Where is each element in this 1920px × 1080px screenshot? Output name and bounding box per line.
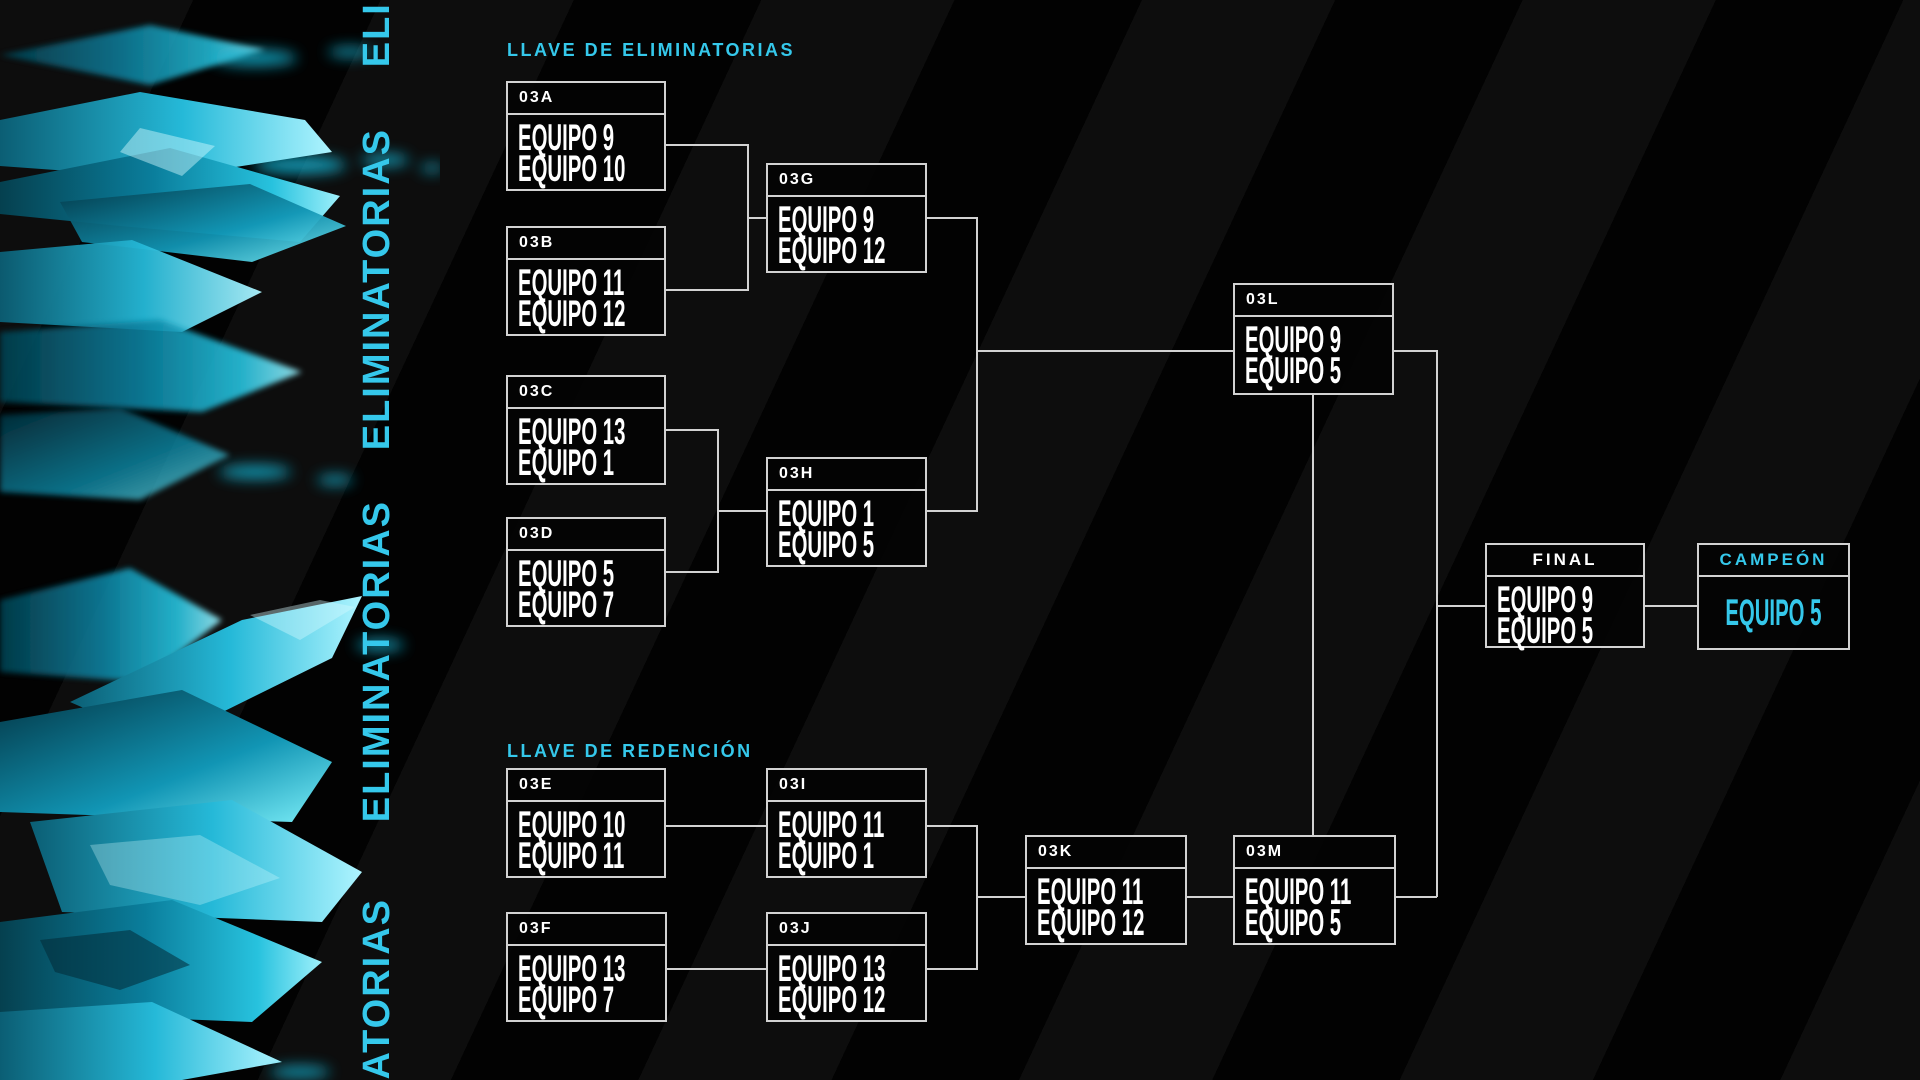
match-03K-team-1: EQUIPO 11 <box>1037 871 1144 912</box>
match-03I-label: 03I <box>768 770 925 802</box>
match-03J: 03J EQUIPO 13 EQUIPO 12 <box>766 912 927 1022</box>
match-03J-team-2: EQUIPO 12 <box>778 979 886 1020</box>
match-03H-label: 03H <box>768 459 925 491</box>
match-03A-label: 03A <box>508 83 664 115</box>
match-03L: 03L EQUIPO 9 EQUIPO 5 <box>1233 283 1394 395</box>
match-03K: 03K EQUIPO 11 EQUIPO 12 <box>1025 835 1187 945</box>
match-03G-team-1: EQUIPO 9 <box>778 199 875 240</box>
connector-line <box>1394 350 1437 352</box>
connector-line <box>927 825 977 827</box>
connector-line <box>718 510 766 512</box>
match-03H: 03H EQUIPO 1 EQUIPO 5 <box>766 457 927 567</box>
connector-line <box>976 217 978 512</box>
match-03B-label: 03B <box>508 228 664 260</box>
connector-line <box>666 144 748 146</box>
connector-line <box>666 825 766 827</box>
side-vertical-text: ELIMINATORIAS <box>356 128 398 451</box>
match-03G: 03G EQUIPO 9 EQUIPO 12 <box>766 163 927 273</box>
match-03G-label: 03G <box>768 165 925 197</box>
match-03M-team-2: EQUIPO 5 <box>1245 902 1342 943</box>
connector-line <box>1645 605 1697 607</box>
champion-team: EQUIPO 5 <box>1725 592 1822 633</box>
connector-line <box>977 896 1025 898</box>
match-03D-label: 03D <box>508 519 664 551</box>
match-03F: 03F EQUIPO 13 EQUIPO 7 <box>506 912 667 1022</box>
connector-line <box>927 217 977 219</box>
connector-line <box>748 217 766 219</box>
connector-line <box>1437 605 1485 607</box>
match-03D: 03D EQUIPO 5 EQUIPO 7 <box>506 517 666 627</box>
match-03F-team-2: EQUIPO 7 <box>518 979 615 1020</box>
match-03C-team-2: EQUIPO 1 <box>518 442 615 483</box>
match-03D-team-1: EQUIPO 5 <box>518 553 615 594</box>
match-03L-label: 03L <box>1235 285 1392 317</box>
match-03K-label: 03K <box>1027 837 1185 869</box>
connector-line <box>666 429 718 431</box>
match-03E-label: 03E <box>508 770 664 802</box>
match-03B-team-2: EQUIPO 12 <box>518 293 626 334</box>
match-03C-team-1: EQUIPO 13 <box>518 411 626 452</box>
connector-line <box>977 350 1233 352</box>
match-03I-team-2: EQUIPO 1 <box>778 835 875 876</box>
match-03A-team-2: EQUIPO 10 <box>518 148 626 189</box>
match-03E: 03E EQUIPO 10 EQUIPO 11 <box>506 768 666 878</box>
connector-line <box>927 968 977 970</box>
connector-line <box>1187 896 1233 898</box>
final-team-2: EQUIPO 5 <box>1497 610 1594 651</box>
final-team-1: EQUIPO 9 <box>1497 579 1594 620</box>
match-03I: 03I EQUIPO 11 EQUIPO 1 <box>766 768 927 878</box>
match-03K-team-2: EQUIPO 12 <box>1037 902 1145 943</box>
match-03L-team-2: EQUIPO 5 <box>1245 350 1342 391</box>
connector-line <box>666 968 766 970</box>
side-vertical-text: ELIMINATORIAS <box>356 500 398 823</box>
final-label: FINAL <box>1487 545 1643 577</box>
match-03H-team-2: EQUIPO 5 <box>778 524 875 565</box>
match-03E-team-1: EQUIPO 10 <box>518 804 626 845</box>
match-03I-team-1: EQUIPO 11 <box>778 804 885 845</box>
match-03B-team-1: EQUIPO 11 <box>518 262 625 303</box>
connector-line <box>666 571 718 573</box>
match-03C: 03C EQUIPO 13 EQUIPO 1 <box>506 375 666 485</box>
side-vertical-text: ELIMINATORIAS <box>356 0 398 67</box>
connector-line <box>717 429 719 573</box>
connector-line <box>1396 896 1437 898</box>
match-03H-team-1: EQUIPO 1 <box>778 493 875 534</box>
match-03J-team-1: EQUIPO 13 <box>778 948 886 989</box>
connector-line <box>666 289 748 291</box>
match-03E-team-2: EQUIPO 11 <box>518 835 625 876</box>
match-03A: 03A EQUIPO 9 EQUIPO 10 <box>506 81 666 191</box>
match-final: FINAL EQUIPO 9 EQUIPO 5 <box>1485 543 1645 651</box>
match-03B: 03B EQUIPO 11 EQUIPO 12 <box>506 226 666 336</box>
match-03L-team-1: EQUIPO 9 <box>1245 319 1342 360</box>
match-03A-team-1: EQUIPO 9 <box>518 117 615 158</box>
lower-bracket-title: LLAVE DE REDENCIÓN <box>507 741 753 761</box>
connector-line <box>1312 395 1314 835</box>
match-03F-label: 03F <box>508 914 665 946</box>
match-03M: 03M EQUIPO 11 EQUIPO 5 <box>1233 835 1396 945</box>
match-03D-team-2: EQUIPO 7 <box>518 584 615 625</box>
side-vertical-text: ELIMINATORIAS <box>356 898 398 1080</box>
match-03C-label: 03C <box>508 377 664 409</box>
match-03F-team-1: EQUIPO 13 <box>518 948 626 989</box>
match-03G-team-2: EQUIPO 12 <box>778 230 886 271</box>
upper-bracket-title: LLAVE DE ELIMINATORIAS <box>507 40 796 60</box>
connector-line <box>1436 350 1438 897</box>
champion-box: CAMPEÓN EQUIPO 5 <box>1697 543 1850 650</box>
match-03M-label: 03M <box>1235 837 1394 869</box>
match-03J-label: 03J <box>768 914 925 946</box>
match-03M-team-1: EQUIPO 11 <box>1245 871 1352 912</box>
champion-label: CAMPEÓN <box>1699 545 1848 577</box>
connector-line <box>927 510 977 512</box>
